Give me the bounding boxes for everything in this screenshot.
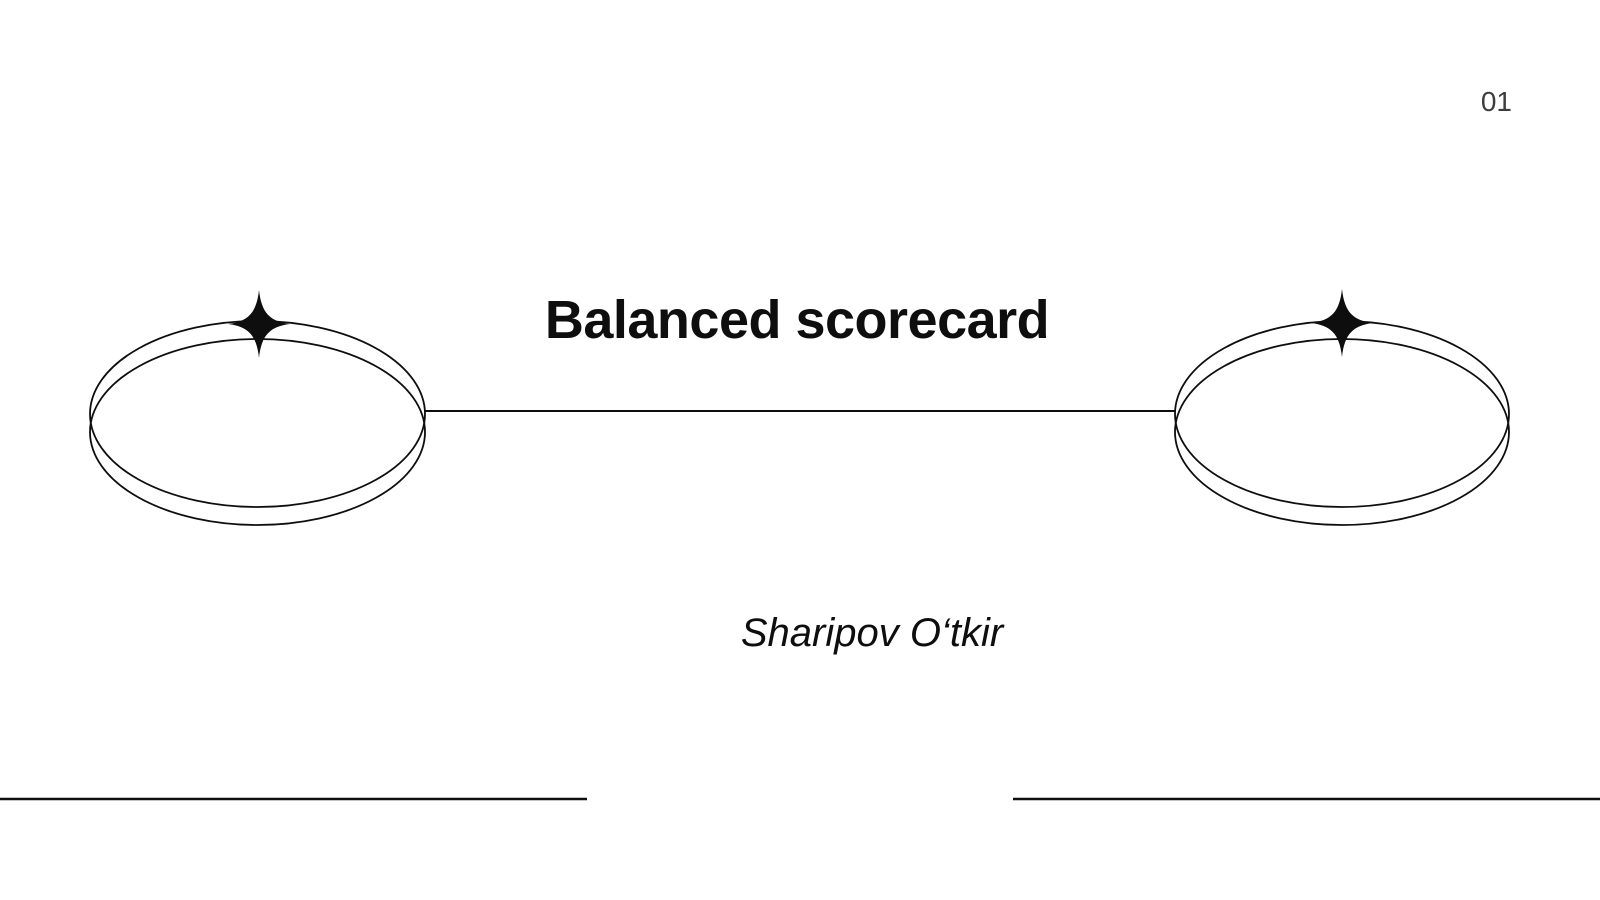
slide-title: Balanced scorecard bbox=[544, 290, 1050, 350]
page-number: 01 bbox=[1480, 86, 1512, 117]
left-ring-upper-ellipse bbox=[89, 320, 426, 508]
right-ring-lower-ellipse bbox=[1174, 338, 1510, 526]
sparkle-icon bbox=[1311, 289, 1373, 357]
slide-subtitle: Sharipov O‘tkir bbox=[740, 611, 1004, 655]
left-ring bbox=[89, 320, 426, 526]
sparkle-icon bbox=[228, 290, 290, 358]
left-ring-lower-ellipse bbox=[89, 338, 426, 526]
